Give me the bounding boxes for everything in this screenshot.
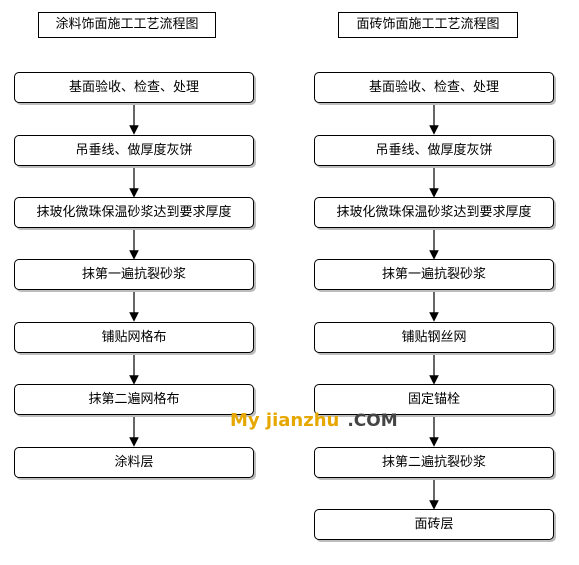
left-step-3: 抹玻化微珠保温砂浆达到要求厚度 [14, 197, 254, 228]
watermark-main: My jianzhu [230, 410, 340, 431]
right-step-2: 吊垂线、做厚度灰饼 [314, 135, 554, 166]
right-step-7: 抹第二遍抗裂砂浆 [314, 447, 554, 478]
right-flow-title: 面砖饰面施工工艺流程图 [338, 12, 518, 38]
right-step-6: 固定锚栓 [314, 384, 554, 415]
right-step-4: 抹第一遍抗裂砂浆 [314, 259, 554, 290]
right-step-3: 抹玻化微珠保温砂浆达到要求厚度 [314, 197, 554, 228]
left-step-1: 基面验收、检查、处理 [14, 72, 254, 103]
left-step-7: 涂料层 [14, 447, 254, 478]
left-flow-title: 涂料饰面施工工艺流程图 [38, 12, 216, 38]
watermark: My jianzhu .COM [230, 410, 398, 431]
right-step-5: 铺贴钢丝网 [314, 322, 554, 353]
left-step-5: 铺贴网格布 [14, 322, 254, 353]
watermark-suffix: .COM [347, 411, 398, 431]
right-step-8: 面砖层 [314, 509, 554, 540]
right-step-1: 基面验收、检查、处理 [314, 72, 554, 103]
left-step-2: 吊垂线、做厚度灰饼 [14, 135, 254, 166]
left-step-6: 抹第二遍网格布 [14, 384, 254, 415]
left-step-4: 抹第一遍抗裂砂浆 [14, 259, 254, 290]
